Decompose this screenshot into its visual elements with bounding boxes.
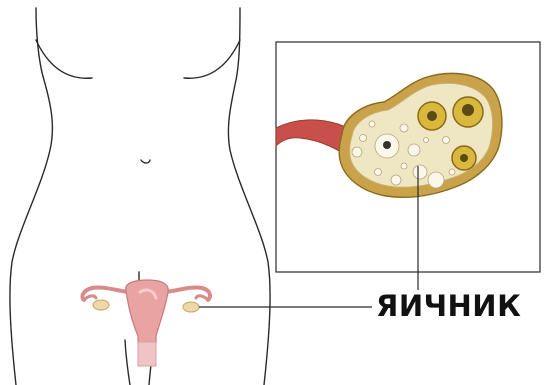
ovary-label: ЯИЧНИК <box>376 292 521 321</box>
uterus-group <box>82 280 210 366</box>
egg-cell <box>375 169 382 176</box>
egg-cell <box>449 169 455 175</box>
egg-cell <box>400 124 408 132</box>
egg-cell <box>360 135 367 142</box>
egg-cell <box>401 163 407 169</box>
left-fallopian-tube <box>82 287 128 300</box>
egg-cell <box>428 172 444 188</box>
chest-right-curve <box>184 40 240 78</box>
pelvis-left-line <box>125 340 130 385</box>
egg-cell <box>443 137 450 144</box>
egg-cell <box>391 175 401 185</box>
egg-cell <box>408 144 420 156</box>
egg-nucleus <box>383 141 391 149</box>
navel <box>141 160 150 163</box>
follicle-core <box>460 154 468 162</box>
egg-cell <box>352 147 362 157</box>
right-ovary <box>183 302 199 312</box>
torso-right-contour <box>228 8 270 385</box>
left-ovary <box>93 300 109 310</box>
cervix <box>138 342 156 366</box>
follicle-core <box>427 111 437 121</box>
left-fimbria <box>84 296 96 300</box>
right-fimbria <box>196 296 208 300</box>
chest-left-curve <box>36 40 92 78</box>
egg-cell <box>424 138 429 143</box>
follicle-core <box>462 104 474 116</box>
egg-cell <box>413 165 427 179</box>
torso-left-contour <box>10 8 53 385</box>
egg-cell <box>369 121 375 127</box>
